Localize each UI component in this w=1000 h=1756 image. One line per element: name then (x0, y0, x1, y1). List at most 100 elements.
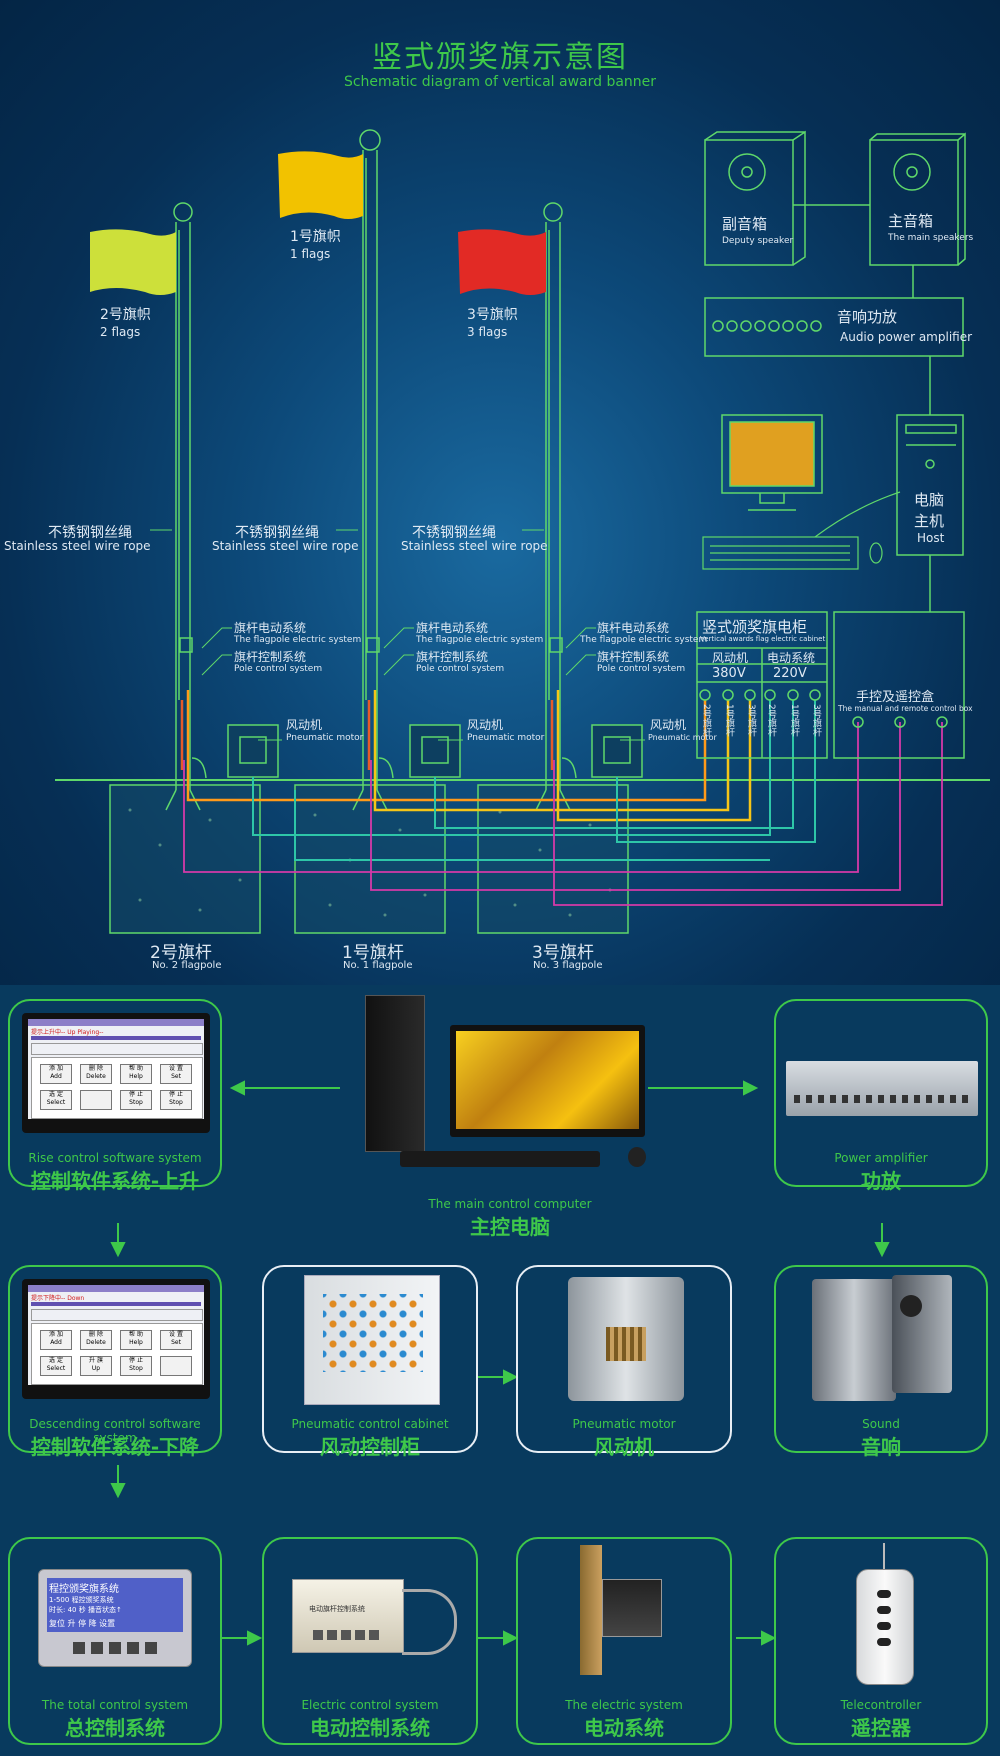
pole-control-label-1-en: Pole control system (416, 664, 505, 674)
cabinet-shape (696, 611, 828, 759)
flag-3-shape (458, 229, 546, 295)
pole-control-label-3-en: Pole control system (597, 664, 686, 674)
pneumatic-motor-label-en: Pneumatic motor (572, 1417, 676, 1431)
down-titlebar (28, 1285, 204, 1292)
pneumatic-motor-image (568, 1277, 684, 1401)
main-speaker-shape (793, 132, 966, 266)
power-amplifier-label-en: Power amplifier (834, 1151, 928, 1165)
electric-motor-image (602, 1579, 662, 1637)
card-sound: Sound 音响 (774, 1265, 988, 1459)
electric-system-label-en: The electric system (565, 1698, 683, 1712)
speaker-image-2 (892, 1275, 952, 1393)
flag-1-label: 1号旗帜 (290, 229, 341, 245)
pole-1 (352, 129, 388, 811)
pole-electric-label-1: 旗杆电动系统 (416, 621, 489, 635)
pneumatic-label-1: 风动机 (467, 718, 504, 732)
pneumatic-motor-label: 风动机 (594, 1435, 654, 1459)
cabinet-title: 竖式颁奖旗电柜 (702, 618, 808, 636)
cabinet-terminal-4: 2号旗杆 (766, 704, 776, 737)
cabinet-terminal-3: 3号旗杆 (746, 704, 756, 737)
pneumatic-label-2-en: Pneumatic motor (286, 733, 364, 743)
total-control-label: 总控制系统 (65, 1716, 165, 1740)
rope-label-3: 不锈钢钢丝绳 (412, 525, 496, 541)
schematic-drawing (55, 129, 990, 934)
remote-control-image (856, 1569, 914, 1685)
card-electric-control: 电动旗杆控制系统 Electric control system 电动控制系统 (262, 1537, 478, 1745)
cabinet-col1: 风动机 (712, 651, 749, 665)
descending-software-label-en: Descending control software system (29, 1417, 201, 1445)
rise-titlebar (28, 1019, 204, 1026)
pole-electric-label-3-en: The flagpole electric system (580, 635, 708, 645)
flagpole-3-label: 3号旗杆 (532, 943, 594, 963)
rise-btn-blank[interactable] (80, 1090, 112, 1110)
cabinet-terminal-5: 1号旗杆 (789, 704, 799, 737)
deputy-speaker-label-en: Deputy speaker (722, 236, 794, 246)
flagpole-2-label: 2号旗杆 (150, 943, 212, 963)
rise-status-text: 提示上升中-- Up Playing-- (31, 1029, 104, 1036)
telecontroller-label: 遥控器 (851, 1716, 911, 1740)
descending-software-label: 控制软件系统-下降 (30, 1435, 200, 1459)
flag-3-label-en: 3 flags (467, 325, 508, 339)
flagpole-3-label-en: No. 3 flagpole (533, 960, 603, 971)
remote-box-label: 手控及遥控盒 (856, 690, 935, 705)
cabinet-terminal-6: 3号旗杆 (811, 704, 821, 737)
electric-control-image: 电动旗杆控制系统 (292, 1579, 404, 1653)
rise-software-label: 控制软件系统-上升 (30, 1169, 200, 1193)
speaker-image-1 (812, 1279, 896, 1401)
main-computer-label: 主控电脑 (470, 1215, 550, 1239)
pole-electric-label-2-en: The flagpole electric system (234, 635, 362, 645)
pole-2 (165, 202, 201, 811)
amplifier-image (786, 1061, 978, 1116)
monitor-shape (721, 414, 823, 511)
card-pneumatic-cabinet: Pneumatic control cabinet 风动控制柜 (262, 1265, 478, 1459)
schematic-section: 竖式颁奖旗示意图 Schematic diagram of vertical a… (0, 0, 1000, 985)
flagpole-1-label: 1号旗杆 (342, 943, 404, 963)
deputy-speaker-shape (704, 130, 806, 266)
main-speaker-label-en: The main speakers (888, 233, 974, 243)
card-electric-system: The electric system 电动系统 (516, 1537, 732, 1745)
page-title: 竖式颁奖旗示意图 (372, 40, 628, 75)
pole-control-label-3: 旗杆控制系统 (597, 650, 670, 664)
pneumatic-label-3: 风动机 (650, 718, 687, 732)
computer-keyboard (400, 1151, 600, 1167)
main-computer (360, 995, 660, 1170)
page-subtitle: Schematic diagram of vertical award bann… (343, 74, 657, 90)
remote-box-shape (833, 611, 965, 759)
flag-1-label-en: 1 flags (290, 247, 331, 261)
down-btn-blank[interactable] (160, 1356, 192, 1376)
pneumatic-label-1-en: Pneumatic motor (467, 733, 545, 743)
sound-label: 音响 (861, 1435, 901, 1459)
pole-control-label-2: 旗杆控制系统 (234, 650, 307, 664)
flow-arrows (110, 1080, 890, 1646)
card-power-amplifier: Power amplifier 功放 (774, 999, 988, 1193)
power-amplifier-label: 功放 (861, 1169, 901, 1193)
rope-label-1: 不锈钢钢丝绳 (48, 525, 132, 541)
rope-label-1-en: Stainless steel wire rope (4, 539, 151, 553)
flagpole-2-label-en: No. 2 flagpole (152, 960, 222, 971)
host-label-2: 主机 (914, 512, 945, 530)
amplifier-label: 音响功放 (837, 308, 898, 326)
flag-3-label: 3号旗帜 (467, 307, 518, 323)
rope-label-2: 不锈钢钢丝绳 (235, 525, 319, 541)
main-computer-label-en: The main control computer (428, 1197, 592, 1211)
remote-box-label-en: The manual and remote control box (838, 704, 973, 713)
flagpole-1-label-en: No. 1 flagpole (343, 960, 413, 971)
rise-software-label-en: Rise control software system (28, 1151, 202, 1165)
